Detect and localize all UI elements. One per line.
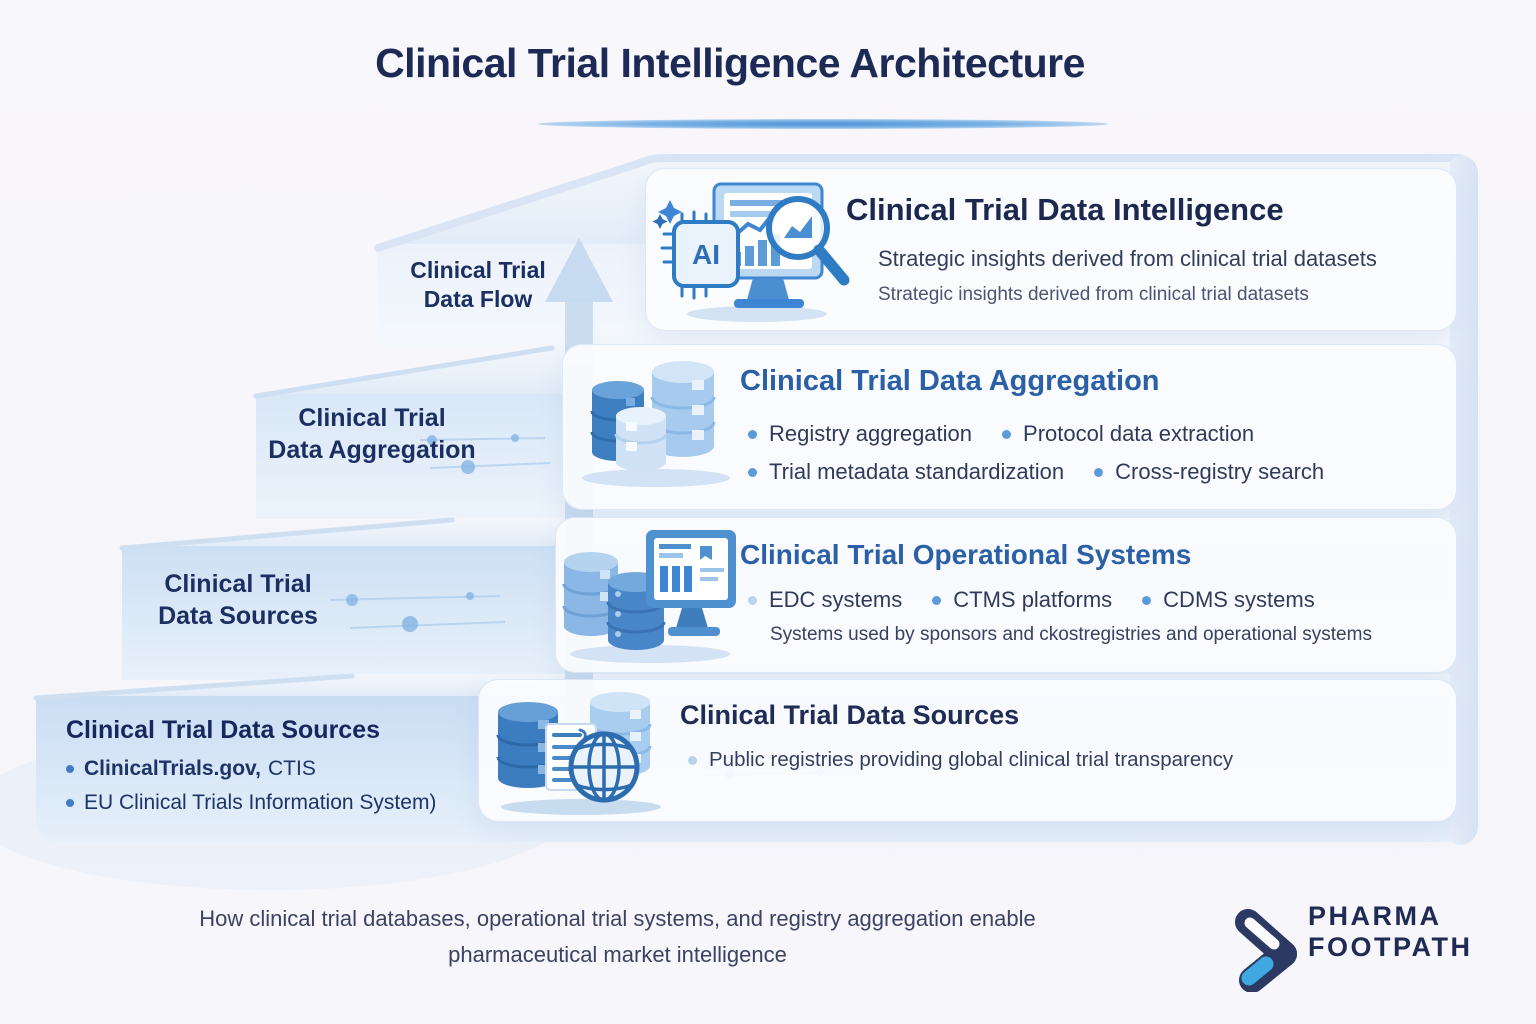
- bullet-dot: [748, 429, 757, 439]
- bullet-dot: [688, 755, 697, 765]
- label-data-aggregation: Clinical Trial Data Aggregation: [268, 404, 476, 464]
- bottom-left-heading: Clinical Trial Data Sources: [66, 716, 381, 744]
- monitor-databases-icon: [562, 530, 736, 663]
- tier2-bullets-row2: Trial metadata standardization Cross-reg…: [748, 459, 1354, 485]
- tier3-subtext: Systems used by sponsors and ckostregist…: [770, 624, 1372, 645]
- brand-name: PHARMA FOOTPATH: [1308, 901, 1473, 962]
- tier1-subtext-2: Strategic insights derived from clinical…: [878, 284, 1309, 305]
- svg-text:AI: AI: [692, 239, 720, 270]
- pharma-footpath-logo-icon: [1235, 909, 1297, 992]
- bullet-dot: [66, 799, 74, 807]
- page-title: Clinical Trial Intelligence Architecture: [375, 40, 1085, 86]
- tier4-heading: Clinical Trial Data Sources: [680, 700, 1020, 730]
- bottom-left-bullet-1: ClinicalTrials.gov, CTIS: [66, 757, 316, 781]
- label-data-flow: Clinical Trial Data Flow: [410, 257, 546, 313]
- bullet-dot: [932, 595, 942, 605]
- tier2-heading: Clinical Trial Data Aggregation: [740, 365, 1160, 397]
- tier3-bullets-row: EDC systems CTMS platforms CDMS systems: [748, 587, 1345, 613]
- ai-analytics-icon: AI: [652, 182, 850, 322]
- tier1-subtext-1: Strategic insights derived from clinical…: [878, 246, 1377, 271]
- tier1-heading: Clinical Trial Data Intelligence: [846, 192, 1284, 227]
- title-underline: [538, 119, 1108, 129]
- tier3-heading: Clinical Trial Operational Systems: [740, 539, 1192, 570]
- bullet-dot: [1094, 467, 1104, 477]
- bullet-dot: [748, 467, 757, 477]
- footer-caption-line1: How clinical trial databases, operationa…: [199, 906, 1036, 931]
- bullet-dot: [1142, 595, 1152, 605]
- label-data-sources: Clinical Trial Data Sources: [158, 570, 318, 630]
- bullet-dot: [1002, 429, 1012, 439]
- bullet-dot: [66, 765, 74, 773]
- bullet-dot: [748, 595, 757, 605]
- bottom-left-bullet-2: EU Clinical Trials Information System): [66, 791, 436, 815]
- databases-document-globe-icon: [496, 692, 661, 815]
- tier4-bullet-row: Public registries providing global clini…: [688, 748, 1263, 772]
- footer-caption-line2: pharmaceutical market intelligence: [448, 942, 787, 967]
- database-cluster-icon: [582, 361, 730, 487]
- tier2-bullets-row1: Registry aggregation Protocol data extra…: [748, 421, 1284, 447]
